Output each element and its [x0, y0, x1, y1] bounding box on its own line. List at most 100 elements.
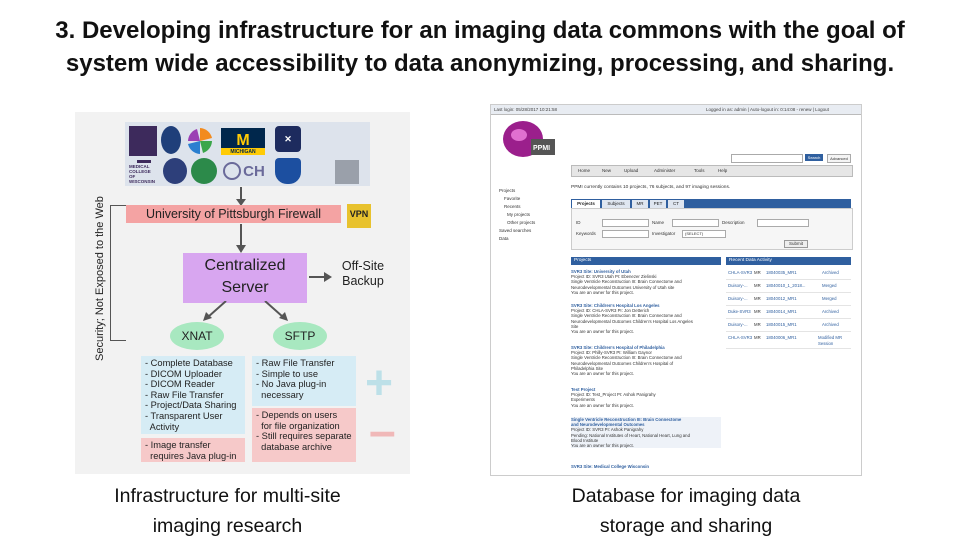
activity-id[interactable]: 18040010_1_2018...	[766, 283, 806, 288]
project-item[interactable]: SVR3 Site: Children's Hospital Los Angel…	[571, 303, 721, 334]
activity-type: MR	[754, 270, 761, 275]
crown-shield-logo-icon	[275, 158, 301, 184]
project-title[interactable]: SVR3 Site: University of Utah	[571, 269, 631, 274]
activity-row[interactable]: Duisory-... MR 18040015_MR1 Archived	[726, 319, 851, 332]
sftp-pro-3: - No Java plug-in	[256, 379, 327, 390]
database-screenshot: Last login: 05/28/2017 10:21:58 Logged i…	[490, 104, 862, 476]
tree-recents[interactable]: Recents	[504, 204, 521, 209]
xnat-pro-1: - Complete Database	[145, 358, 233, 368]
nav-new[interactable]: New	[602, 168, 612, 173]
tree-data[interactable]: Data	[499, 236, 509, 241]
tab-pet[interactable]: PET	[650, 200, 666, 208]
project-title[interactable]: Test Project	[571, 387, 596, 392]
activity-row[interactable]: Duke-SVR3 MR 18040014_MR1 Archived	[726, 306, 851, 319]
project-line: Experiments	[571, 397, 595, 403]
project-item[interactable]: Test Project Project ID: Test_Project PI…	[571, 387, 721, 408]
investigator-select[interactable]: (SELECT)	[682, 230, 726, 238]
id-input[interactable]	[602, 219, 649, 227]
project-line: and Neurodevelopmental Outcomes	[571, 422, 645, 428]
centralized-server-box: Centralized Server	[183, 253, 307, 303]
tab-ct[interactable]: CT	[668, 200, 684, 208]
activity-row[interactable]: Duisory-... MR 18040012_MR1 Merged	[726, 293, 851, 306]
search-input[interactable]	[731, 154, 803, 163]
projects-panel: Projects SVR3 Site: University of Utah P…	[571, 257, 721, 475]
summary-text: PPMI currently contains 10 projects, 76 …	[571, 185, 731, 190]
activity-row[interactable]: Duisory-... MR 18040010_1_2018... Merged	[726, 280, 851, 293]
activity-who: Duke-SVR3	[728, 309, 751, 314]
project-tree: Projects Favorite Recents My projects Ot…	[499, 187, 569, 243]
xnat-pro-4: - Raw File Transfer	[145, 389, 224, 400]
arrow-firewall-to-server-icon	[236, 224, 246, 253]
ch-circle-icon	[223, 162, 242, 180]
project-search-form: ID Name Description Keywords Investigato…	[571, 208, 853, 250]
activity-row[interactable]: CHLA-SVR3 MR 18040035_MR1 Archived	[726, 267, 851, 280]
xnat-pro-5: - Project/Data Sharing	[145, 400, 237, 411]
project-item[interactable]: SVR3 Site: Medical College Wisconsin	[571, 464, 721, 469]
project-line: Site	[571, 323, 579, 329]
security-label: Security; Not Exposed to the Web	[94, 196, 106, 361]
nav-administer[interactable]: Administer	[654, 168, 676, 173]
sftp-pro-1: - Raw File Transfer	[256, 358, 335, 368]
tree-other-projects[interactable]: Other projects	[507, 220, 536, 225]
project-item[interactable]: SVR3 Site: Children's Hospital of Philad…	[571, 345, 721, 376]
project-title[interactable]: SVR3 Site: Children's Hospital Los Angel…	[571, 303, 660, 308]
activity-id[interactable]: 18040012_MR1	[766, 296, 797, 301]
activity-status: Modified MR Session	[818, 335, 843, 346]
security-bracket-bottom	[110, 340, 126, 341]
description-input[interactable]	[757, 219, 809, 227]
nav-home[interactable]: Home	[578, 168, 591, 173]
title-line-2: system wide accessibility to data anonym…	[65, 50, 895, 77]
project-title[interactable]: SVR3 Site: Children's Hospital of Philad…	[571, 345, 665, 350]
nav-help[interactable]: Help	[718, 168, 728, 173]
vpn-lock-icon: VPN	[347, 204, 371, 228]
advanced-search-button[interactable]: Advanced	[827, 154, 851, 163]
keywords-input[interactable]	[602, 230, 649, 238]
activity-type: MR	[754, 283, 761, 288]
description-label: Description	[722, 220, 745, 225]
submit-button[interactable]: Submit	[784, 240, 808, 248]
activity-id[interactable]: 18040035_MR1	[766, 270, 797, 275]
tree-projects[interactable]: Projects	[499, 188, 516, 193]
person-logo-icon	[161, 126, 181, 154]
name-input[interactable]	[672, 219, 719, 227]
tree-my-projects[interactable]: My projects	[507, 212, 531, 217]
nav-tools[interactable]: Tools	[694, 168, 705, 173]
project-item[interactable]: Single Ventricle Reconstruction III: Bra…	[571, 417, 721, 449]
building-logo-icon	[335, 160, 359, 184]
tab-subjects[interactable]: Subjects	[602, 200, 630, 208]
tab-projects[interactable]: Projects	[572, 200, 600, 208]
security-bracket	[110, 205, 112, 340]
project-line: You are an owner for this project.	[571, 371, 634, 377]
id-label: ID	[576, 220, 581, 225]
activity-id[interactable]: 18040014_MR1	[766, 309, 797, 314]
left-caption-line-1: Infrastructure for multi-site	[114, 485, 341, 507]
activity-who: Duisory-...	[728, 322, 748, 327]
tab-mr[interactable]: MR	[632, 200, 648, 208]
project-item[interactable]: SVR3 Site: University of Utah Project ID…	[571, 269, 721, 295]
tree-favorite[interactable]: Favorite	[504, 196, 521, 201]
activity-who: CHLA-SVR3	[728, 335, 753, 340]
xnat-pro-3: - DICOM Reader	[145, 379, 215, 390]
nav-upload[interactable]: Upload	[624, 168, 639, 173]
lacrosse-logo-icon: ✕	[275, 126, 301, 152]
project-line: Project ID: Test_Project PI: Ashok Panig…	[571, 392, 656, 398]
name-label: Name	[652, 220, 665, 225]
plus-icon: +	[365, 357, 394, 410]
activity-id[interactable]: 18040015_MR1	[766, 322, 797, 327]
keywords-label: Keywords	[576, 231, 596, 236]
server-line-1: Centralized	[204, 257, 286, 274]
project-title[interactable]: Single Ventricle Reconstruction III: Bra…	[571, 417, 682, 422]
activity-row[interactable]: CHLA-SVR3 MR 18040006_MR1 Modified MR Se…	[726, 332, 851, 349]
tree-saved-searches[interactable]: Saved searches	[499, 228, 532, 233]
activity-status: Merged	[822, 296, 837, 301]
sftp-pro-2: - Simple to use	[256, 368, 319, 379]
investigator-label: Investigator	[652, 231, 676, 236]
search-button[interactable]: Search	[805, 154, 823, 161]
xnat-pro-7: Activity	[145, 421, 180, 432]
project-line: Blood Institute	[571, 437, 599, 443]
activity-id[interactable]: 18040006_MR1	[766, 335, 797, 340]
right-caption-line-2: storage and sharing	[599, 515, 773, 537]
offsite-line-1: Off-Site	[341, 259, 385, 273]
project-title[interactable]: SVR3 Site: Medical College Wisconsin	[571, 464, 650, 469]
project-line: Single Ventricle Reconstruction III: Bra…	[571, 313, 682, 319]
